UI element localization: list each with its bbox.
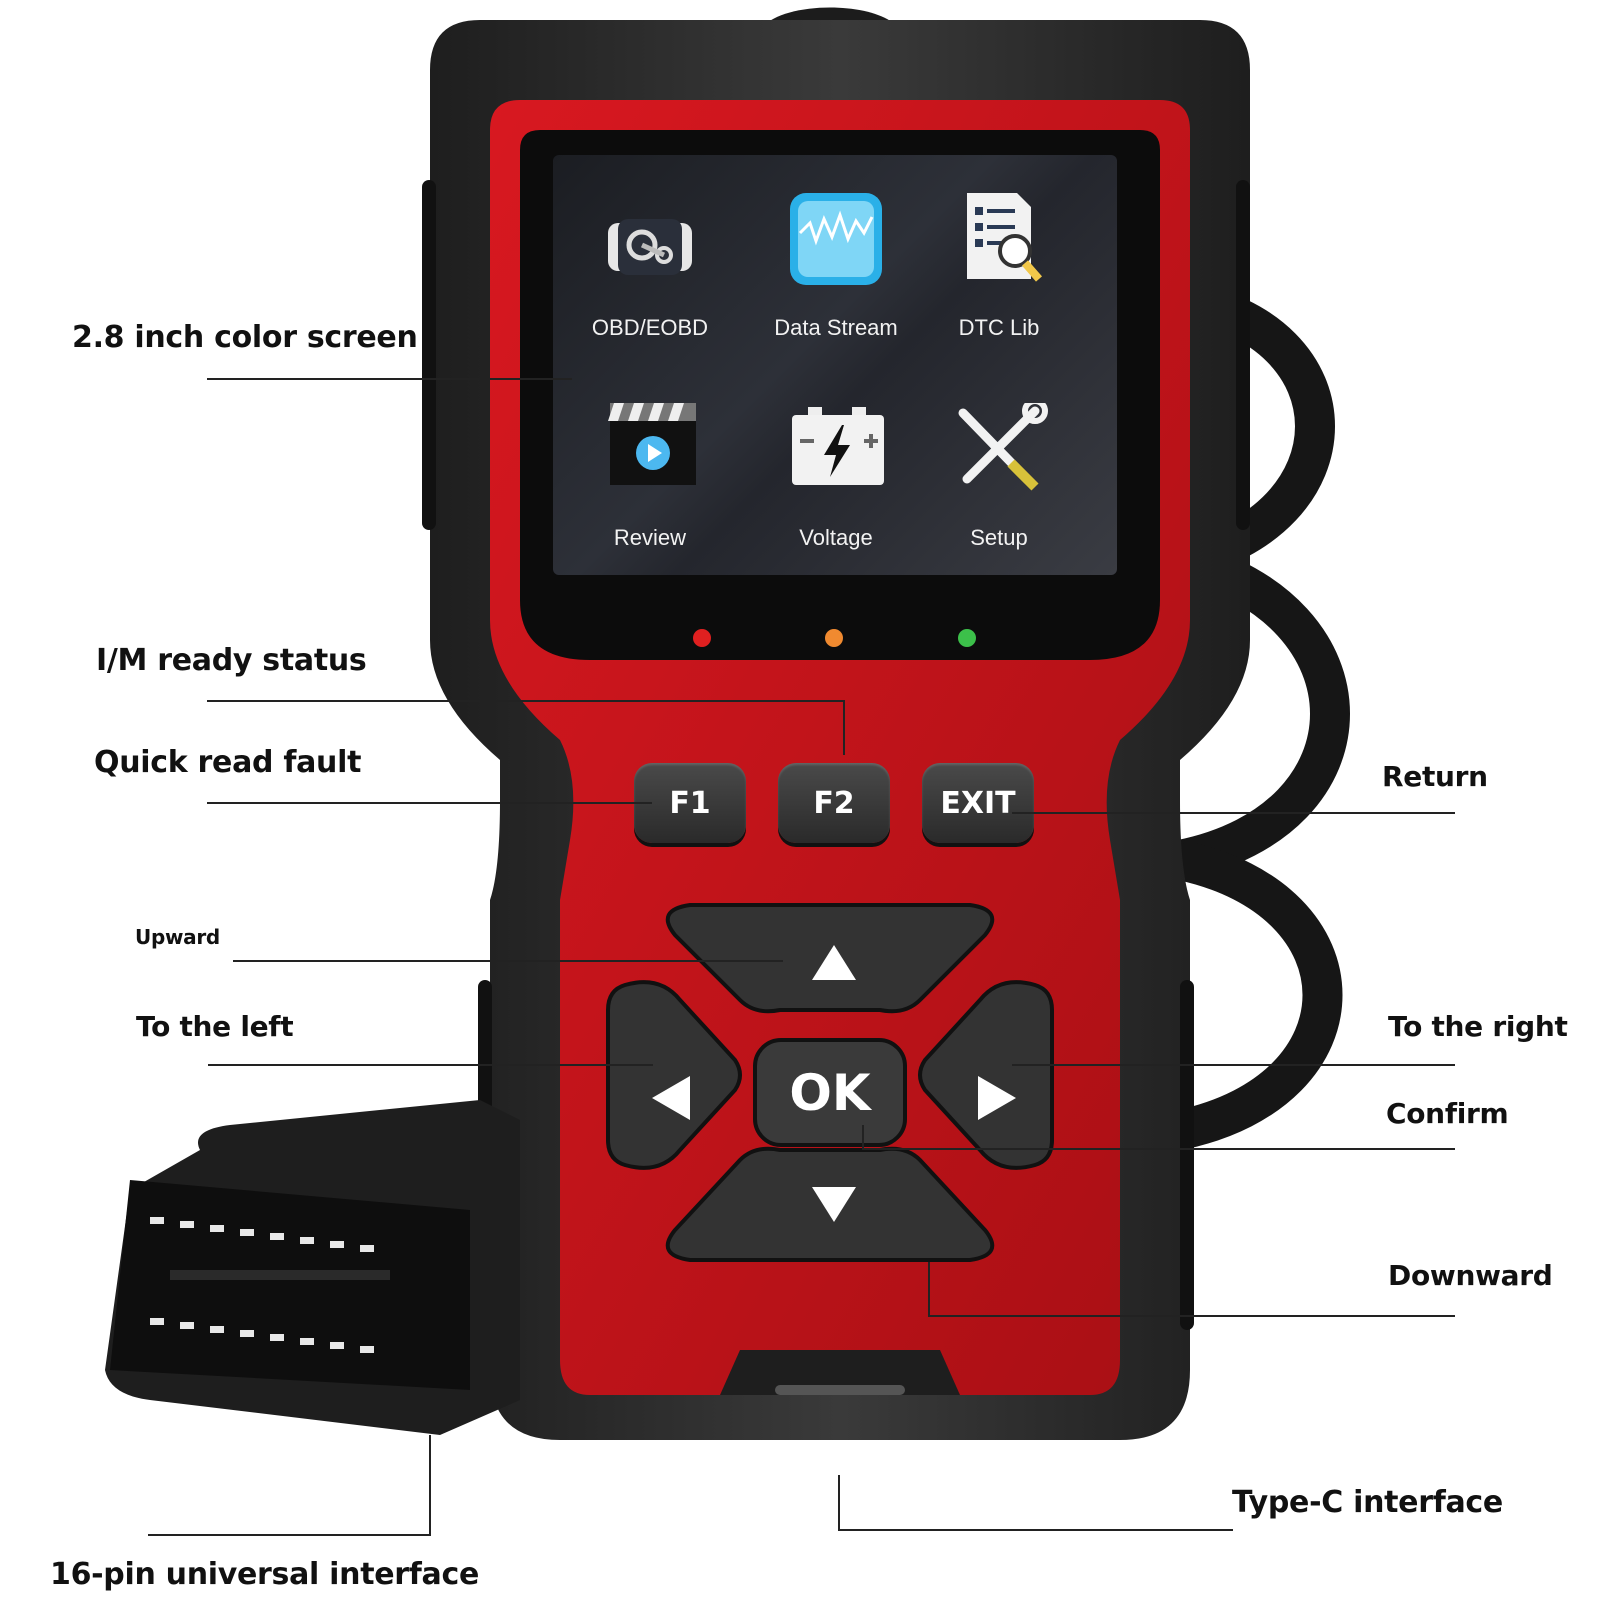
leader-screen (207, 378, 572, 380)
leader-typec-drop (838, 1475, 840, 1530)
callout-im-ready: I/M ready status (96, 643, 367, 678)
data-stream-icon (790, 193, 882, 285)
led-red (693, 629, 711, 647)
arrow-down-icon (812, 1187, 856, 1222)
menu-label-data-stream: Data Stream (774, 315, 898, 340)
callout-upward: Upward (135, 925, 220, 949)
key-ok-shape (753, 1038, 907, 1147)
callout-downward: Downward (1388, 1259, 1553, 1292)
callout-quick-read: Quick read fault (94, 745, 362, 780)
setup-tools-icon (958, 403, 1048, 491)
leader-downward (928, 1315, 1455, 1317)
menu-label-review: Review (613, 525, 687, 550)
leader-left (208, 1064, 653, 1066)
callout-right: To the right (1388, 1010, 1568, 1043)
leader-16pin (148, 1534, 431, 1536)
engine-icon (608, 219, 692, 275)
dtc-library-icon (967, 193, 1043, 282)
callout-left: To the left (136, 1010, 294, 1043)
f2-button[interactable]: F2 (778, 763, 890, 843)
exit-button[interactable]: EXIT (922, 763, 1034, 843)
arrow-left-icon (652, 1076, 690, 1120)
leader-upward (233, 960, 783, 962)
color-screen: OBD/EOBD Data Stream DTC Lib (553, 155, 1117, 575)
arrow-up-icon (812, 945, 856, 980)
leader-confirm (862, 1148, 1455, 1150)
leader-return (1012, 812, 1455, 814)
leader-typec (838, 1529, 1233, 1531)
menu-label-dtc-lib: DTC Lib (958, 315, 1040, 340)
down-button[interactable] (690, 1152, 970, 1257)
leader-right (1012, 1064, 1455, 1066)
callout-typec: Type-C interface (1232, 1485, 1503, 1520)
menu-label-obd: OBD/EOBD (591, 315, 709, 340)
leader-16pin-drop (429, 1435, 431, 1535)
battery-voltage-icon (792, 407, 884, 485)
led-green (958, 629, 976, 647)
leader-im-ready-drop (843, 700, 845, 755)
right-button[interactable] (930, 985, 1050, 1165)
callout-16pin: 16-pin universal interface (50, 1557, 480, 1592)
menu-label-setup: Setup (970, 525, 1028, 550)
arrow-right-icon (978, 1076, 1016, 1120)
leader-quick-read (207, 802, 652, 804)
leader-im-ready (207, 700, 845, 702)
f1-button[interactable]: F1 (634, 763, 746, 843)
left-button[interactable] (610, 985, 730, 1165)
leader-downward-drop (928, 1262, 930, 1316)
leader-confirm-drop (862, 1125, 864, 1148)
callout-confirm: Confirm (1386, 1097, 1509, 1130)
review-play-icon (608, 403, 696, 485)
menu-label-voltage: Voltage (799, 525, 873, 550)
up-button[interactable] (690, 908, 970, 1008)
typec-notch (720, 1350, 960, 1395)
ok-button[interactable]: OK (789, 1063, 871, 1122)
key-left-shape (606, 980, 742, 1170)
key-right-shape (918, 980, 1054, 1170)
obd-connector (105, 1100, 520, 1435)
led-orange (825, 629, 843, 647)
callout-return: Return (1382, 760, 1488, 793)
callout-screen: 2.8 inch color screen (72, 320, 418, 355)
